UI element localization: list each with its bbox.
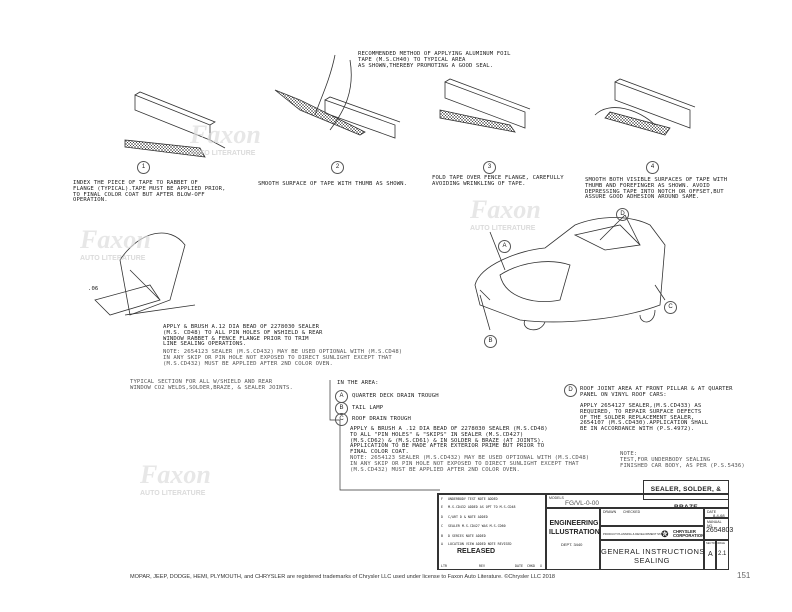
area-optional-note: NOTE: 2654123 SEALER (M.S.CD432) MAY BE … (350, 455, 590, 473)
callout-d: D (616, 208, 629, 221)
step-2-caption: SMOOTH SURFACE OF TAPE WITH THUMB AS SHO… (258, 181, 408, 187)
car-drawing (474, 214, 666, 331)
area-heading: IN THE AREA: (337, 380, 379, 386)
title-block: F UNDERBODY TEST NOTE ADDED E M.S.CD432 AD… (437, 493, 733, 570)
underbody-test-note: NOTE: TEST,FOR UNDERBODY SEALING FINISHE… (620, 451, 745, 469)
brand-cell: PRODUCT PLANNING & DEVELOPMENT STAFF ✪ C… (600, 526, 704, 540)
models-cell: MODELS FG/VL-0-00 (546, 494, 729, 508)
sheet-title: GENERAL INSTRUCTIONS SEALING (601, 547, 705, 565)
area-a-label: QUARTER DECK DRAIN TROUGH (352, 393, 439, 399)
rev-text: C/ART D & NOTE ADDED (448, 515, 488, 519)
date-value: 8-4-68 (713, 513, 725, 518)
rev-text: M.S.CD432 ADDED AS OPT TO M.S.CD48 (448, 505, 516, 509)
callout-c: C (664, 301, 677, 314)
step-1-caption: INDEX THE PIECE OF TAPE TO RABBET OF FLA… (73, 180, 226, 204)
step-3-caption: FOLD TAPE OVER FENCE FLANGE, CAREFULLY A… (432, 175, 564, 187)
callout-a: A (498, 240, 511, 253)
d-marker: D (564, 384, 577, 397)
recommended-method-note: RECOMMENDED METHOD OF APPLYING ALUMINUM … (358, 51, 511, 69)
rev-letter: D (441, 515, 443, 519)
signature-cell: DRAWN CHECKED (600, 508, 704, 526)
date-cell: DATE 8-4-68 (704, 508, 729, 518)
rev-letter: A (441, 542, 443, 546)
d-note-body: APPLY 2654127 SEALER,(M.S.CD433) AS REQU… (580, 403, 709, 433)
section-label: SECTION (706, 542, 718, 545)
left-optional-note: NOTE: 2654123 SEALER (M.S.CD432) MAY BE … (163, 349, 403, 367)
rev-text: UNDERBODY TEST NOTE ADDED (448, 497, 498, 501)
page-label: PAGE (718, 542, 726, 545)
rev-text: D SERIES NOTE ADDED (448, 534, 486, 538)
models-label: MODELS (549, 496, 564, 500)
rev-text: LOCATION VIEW ADDED NOTE REVISED (448, 542, 512, 546)
released-stamp: RELEASED (457, 548, 496, 555)
area-b-label: TAIL LAMP (352, 405, 384, 411)
body-section-drawing (94, 232, 196, 316)
rev-letter: F (441, 497, 443, 501)
ltr-label: LTR (441, 564, 447, 568)
area-c-marker: C (335, 413, 348, 426)
rev-letter: B (441, 534, 443, 538)
typical-section-note: TYPICAL SECTION FOR ALL W/SHIELD AND REA… (130, 379, 293, 391)
date-col-label: DATE (515, 564, 523, 568)
eng-illustration-cell: ENGINEERING ILLUSTRATION DEPT. 3440 (546, 508, 600, 570)
chkd-col-label: CHKD (527, 564, 535, 568)
trademark-footer: MOPAR, JEEP, DODGE, HEMI, PLYMOUTH, and … (130, 574, 555, 580)
eng-illustration-label: ENGINEERING ILLUSTRATION (549, 520, 600, 536)
step-1-marker: 1 (137, 161, 150, 174)
checked-label: CHECKED (623, 510, 641, 514)
section-value: A (708, 551, 713, 558)
page-cell: PAGE 2.1 (716, 540, 729, 570)
step-2-marker: 2 (331, 161, 344, 174)
date-label: DATE (707, 510, 717, 514)
step-4-caption: SMOOTH BOTH VISIBLE SURFACES OF TAPE WIT… (585, 177, 728, 201)
page-value: 2.1 (718, 551, 727, 557)
pentastar-icon: ✪ (661, 529, 669, 539)
callout-b: B (484, 335, 497, 348)
area-apply-note: APPLY & BRUSH A .12 DIA BEAD OF 2278030 … (350, 426, 548, 456)
sheet-title-cell: GENERAL INSTRUCTIONS SEALING (600, 540, 704, 570)
drawn-label: DRAWN (603, 510, 617, 514)
x-col-label: X (540, 564, 542, 568)
step4-drawing (594, 78, 696, 136)
area-c-label: ROOF DRAIN TROUGH (352, 416, 411, 422)
chrysler-logo-text: CHRYSLER CORPORATION (673, 529, 705, 539)
rev-letter: C (441, 524, 443, 528)
left-apply-note: APPLY & BRUSH A.12 DIA BEAD OF 2278030 S… (163, 324, 323, 348)
revision-table: F UNDERBODY TEST NOTE ADDED E M.S.CD432 AD… (438, 494, 546, 570)
section-cell: SECTION A (704, 540, 718, 570)
rev-label: REV (479, 564, 485, 568)
step2-drawing (274, 54, 401, 139)
manual-number: 2654803 (706, 527, 734, 534)
d-note-title: ROOF JOINT AREA AT FRONT PILLAR & AT QUA… (580, 386, 733, 398)
step3-drawing (439, 78, 531, 133)
dimension-label: .06 (88, 286, 99, 292)
step-3-marker: 3 (483, 161, 496, 174)
rev-text: SEALER M.S.CD427 WAS M.S.CD60 (448, 524, 506, 528)
manual-cell: MANUAL NO. 2654803 (704, 518, 733, 540)
step-4-marker: 4 (646, 161, 659, 174)
rev-letter: E (441, 505, 443, 509)
dept-line: PRODUCT PLANNING & DEVELOPMENT STAFF (603, 532, 666, 536)
page-number: 151 (737, 571, 751, 580)
models-value: FG/VL-0-00 (565, 500, 599, 507)
dept-label: DEPT. 3440 (561, 542, 583, 547)
step1-drawing (124, 91, 226, 158)
manual-label: MANUAL NO. (707, 520, 722, 528)
